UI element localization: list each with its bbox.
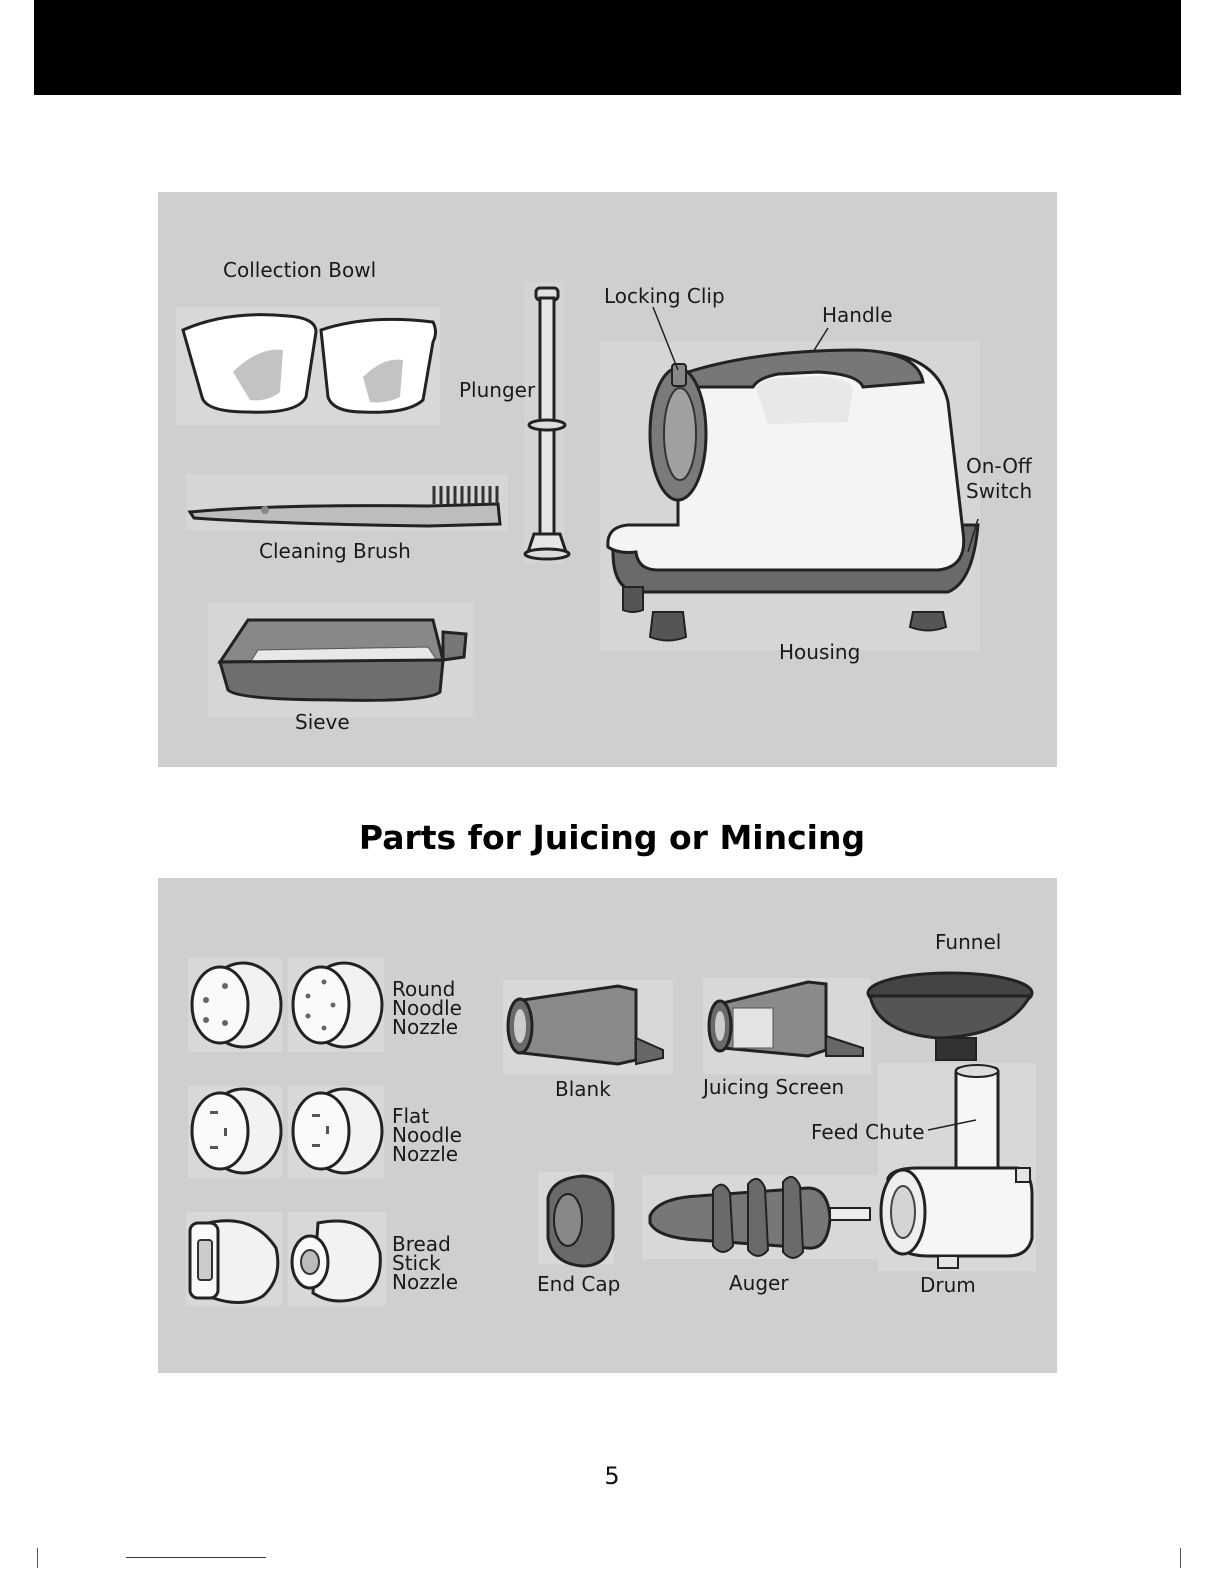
label-cleaning-brush: Cleaning Brush <box>259 540 411 562</box>
label-locking-clip: Locking Clip <box>604 285 725 307</box>
label-drum: Drum <box>920 1274 976 1296</box>
label-handle: Handle <box>822 304 893 326</box>
juicing-parts-panel: Round Noodle Nozzle Flat Noodle Nozzle B… <box>158 878 1057 1373</box>
label-bread-stick-nozzle: Bread Stick Nozzle <box>392 1235 458 1292</box>
label-blank: Blank <box>555 1078 611 1100</box>
label-collection-bowl: Collection Bowl <box>223 259 376 281</box>
crop-mark-right <box>1180 1548 1181 1568</box>
label-round-noodle-nozzle: Round Noodle Nozzle <box>392 980 462 1037</box>
round-noodle-nozzle-image <box>192 963 382 1047</box>
label-auger: Auger <box>729 1272 789 1294</box>
label-plunger: Plunger <box>459 379 535 401</box>
page-number: 5 <box>0 1462 1224 1490</box>
main-parts-panel: Collection Bowl Plunger Locking Clip Han… <box>158 192 1057 767</box>
header-bar <box>34 0 1181 95</box>
footer-rule <box>126 1557 266 1558</box>
label-juicing-screen: Juicing Screen <box>703 1076 844 1098</box>
label-on-off-switch: On-Off Switch <box>966 454 1032 504</box>
bread-stick-nozzle-image <box>190 1221 380 1303</box>
label-feed-chute: Feed Chute <box>811 1121 925 1143</box>
label-housing: Housing <box>779 641 860 663</box>
label-funnel: Funnel <box>935 931 1001 953</box>
flat-noodle-nozzle-image <box>192 1089 382 1173</box>
crop-mark-left <box>37 1548 38 1568</box>
section-heading: Parts for Juicing or Mincing <box>0 818 1224 857</box>
label-end-cap: End Cap <box>537 1273 620 1295</box>
end-cap-image <box>548 1176 613 1266</box>
label-sieve: Sieve <box>295 711 350 733</box>
sieve-image <box>220 620 466 700</box>
label-flat-noodle-nozzle: Flat Noodle Nozzle <box>392 1107 462 1164</box>
funnel-image <box>868 973 1032 1060</box>
